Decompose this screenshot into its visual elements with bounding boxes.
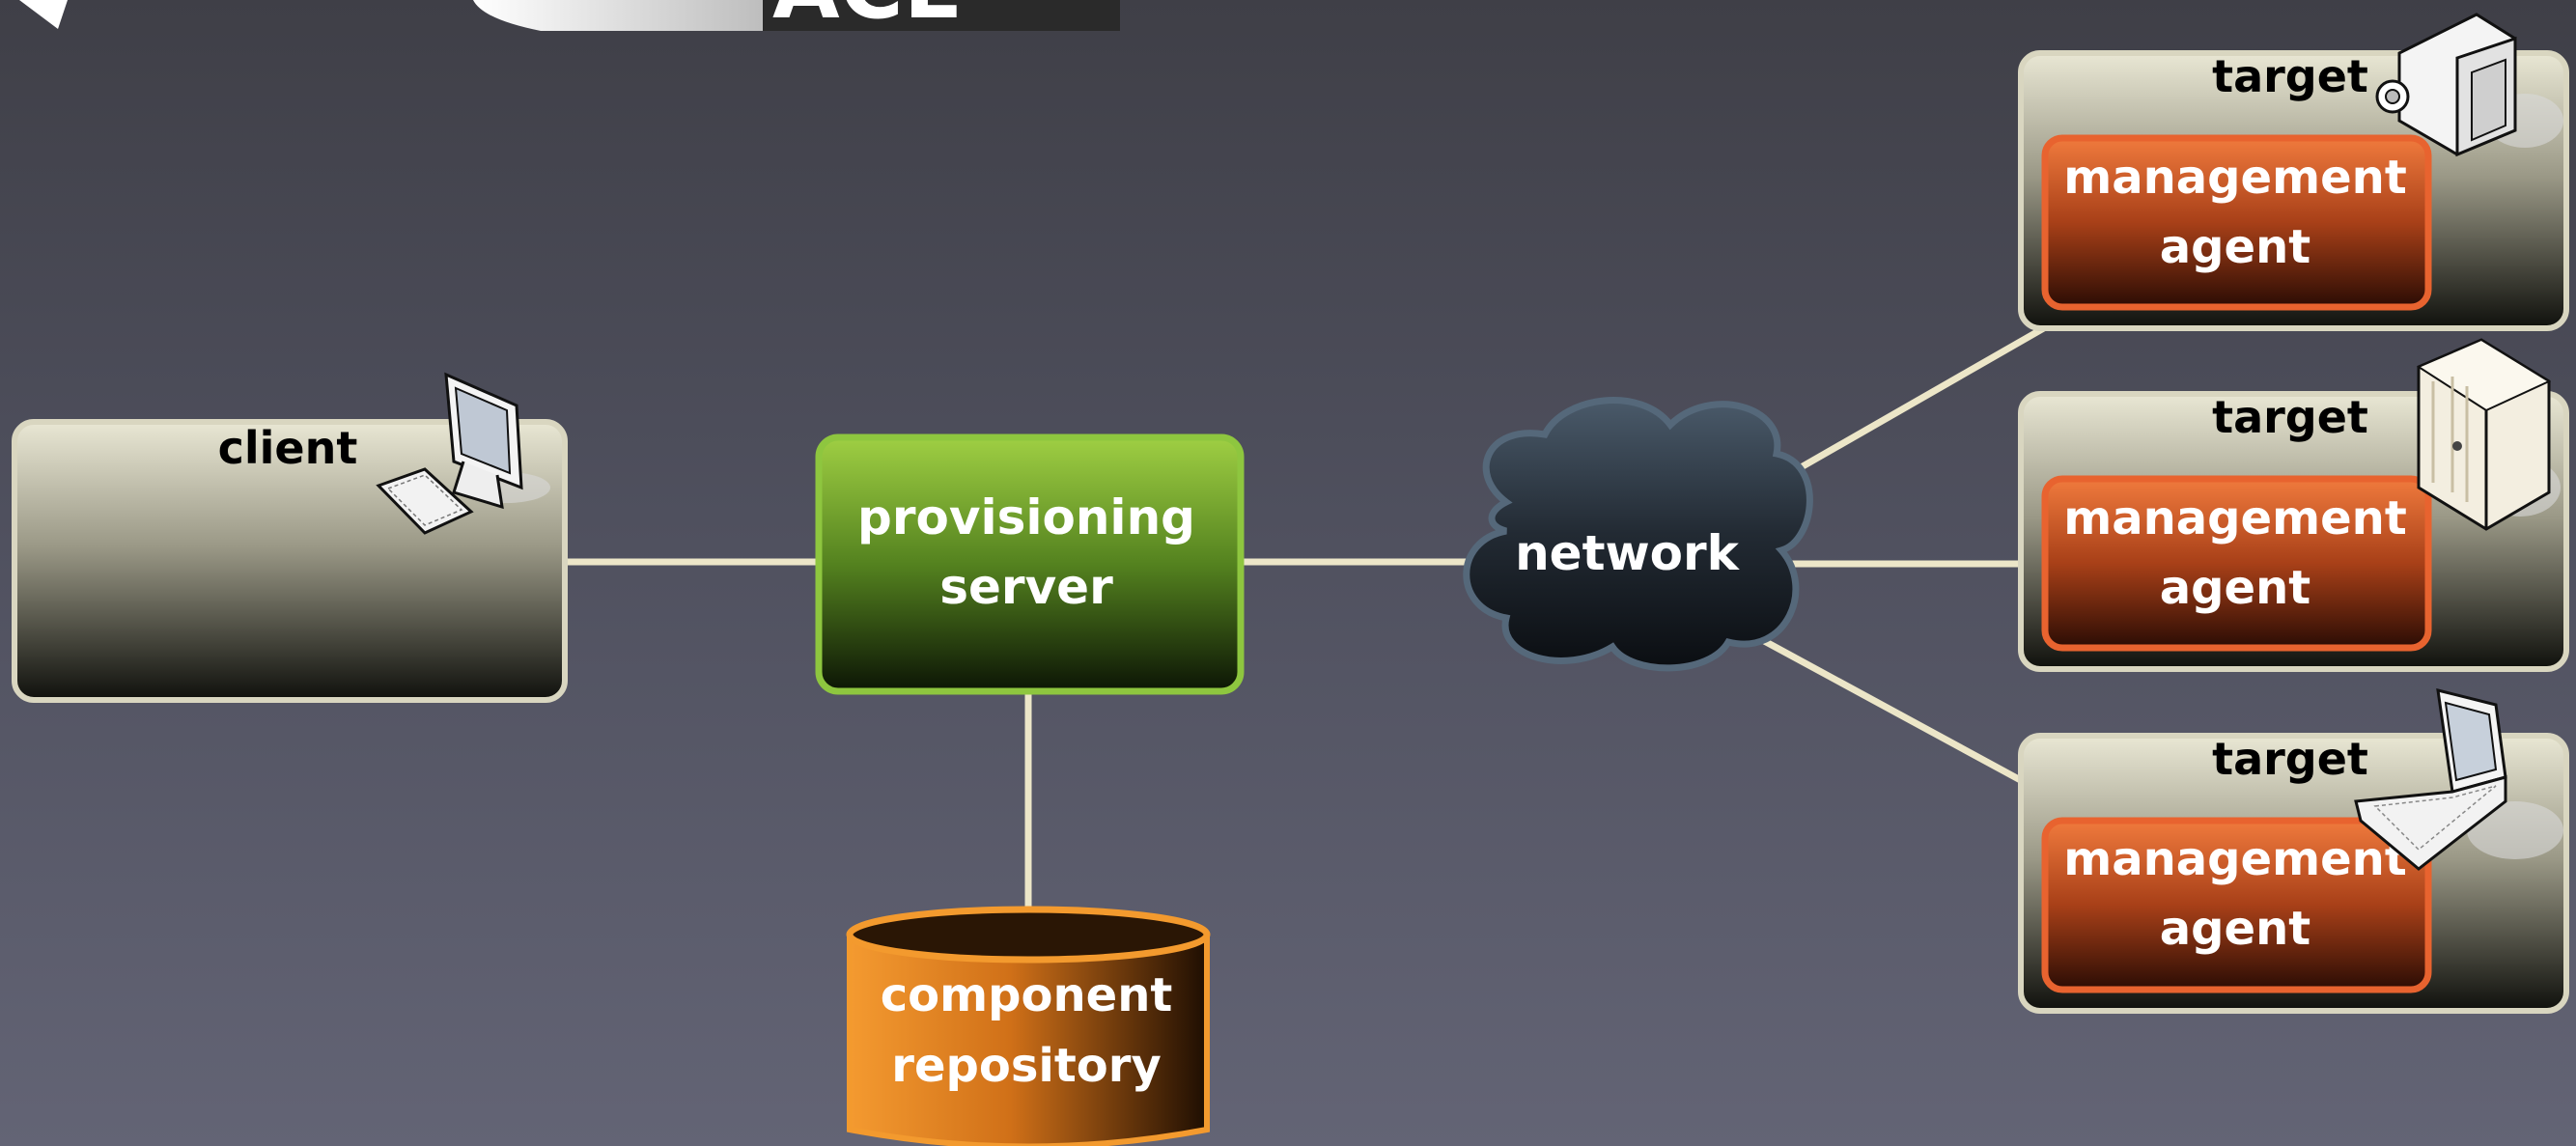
target-2-agent-line2: agent: [2160, 561, 2310, 615]
target-1-agent-line1: management: [2063, 151, 2407, 205]
desktop-computer-icon: [376, 372, 550, 535]
target-node-2: target management agent: [2018, 338, 2569, 672]
laptop-icon: [2354, 688, 2563, 871]
provisioning-server-node: provisioning server: [815, 433, 1245, 695]
network-label: network: [1515, 525, 1741, 581]
target-1-label: target: [2212, 50, 2368, 102]
provisioning-server-line1: provisioning: [857, 489, 1195, 545]
target-node-1: target management agent: [2018, 13, 2569, 331]
connectors: [565, 303, 2097, 917]
ace-logo: ACE: [19, 0, 1120, 39]
camcorder-icon: [2375, 13, 2563, 157]
client-node: client: [12, 372, 568, 703]
component-repository-line2: repository: [891, 1039, 1161, 1093]
refrigerator-icon: [2416, 338, 2561, 531]
target-2-label: target: [2212, 391, 2368, 443]
target-1-agent-line2: agent: [2160, 220, 2310, 274]
target-2-agent-line1: management: [2063, 491, 2407, 545]
target-3-agent-line1: management: [2063, 832, 2407, 886]
target-3-agent-line2: agent: [2160, 902, 2310, 956]
client-label: client: [218, 422, 358, 474]
target-node-3: target management agent: [2018, 688, 2569, 1014]
component-repository-node: component repository: [846, 906, 1211, 1146]
logo-text: ACE: [772, 0, 963, 39]
target-3-label: target: [2212, 733, 2368, 785]
component-repository-line1: component: [881, 968, 1173, 1022]
network-cloud: network: [1463, 397, 1813, 672]
provisioning-server-line2: server: [939, 559, 1113, 615]
connector-network-target-1: [1755, 303, 2083, 496]
